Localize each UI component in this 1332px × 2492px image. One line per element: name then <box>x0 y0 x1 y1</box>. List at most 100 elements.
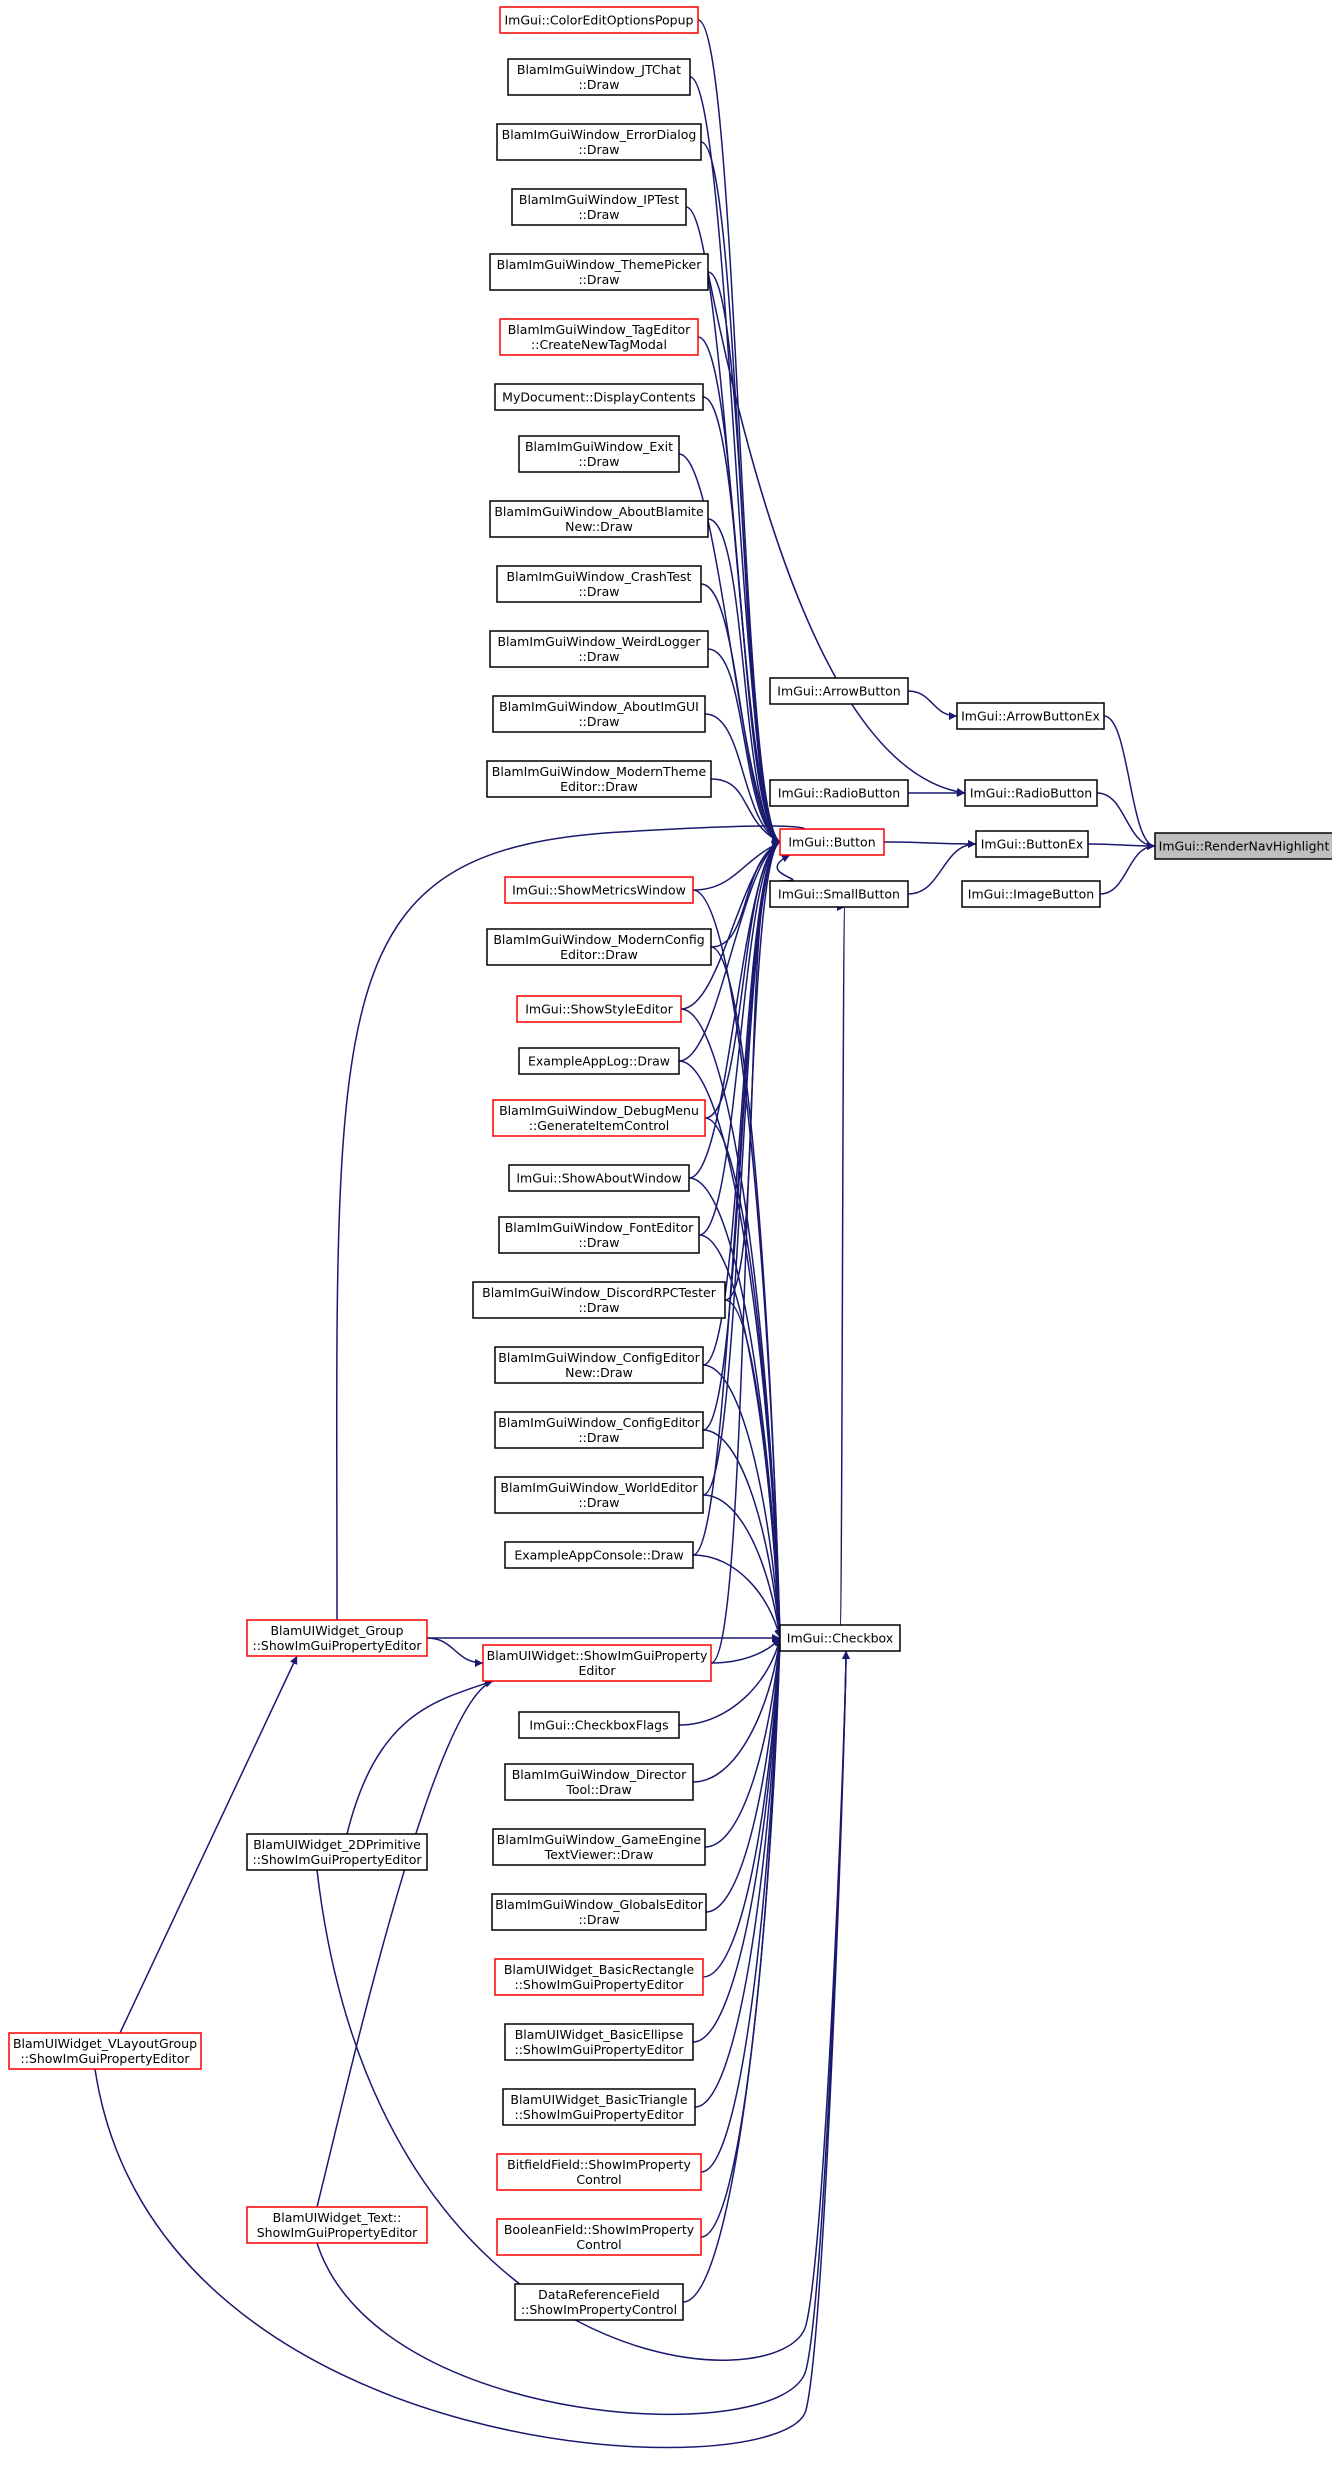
node-world-editor[interactable]: BlamImGuiWindow_WorldEditor::Draw <box>494 1476 704 1514</box>
node-label-line: ShowImGuiPropertyEditor <box>257 2225 418 2240</box>
node-box <box>489 253 709 291</box>
node-widget-show[interactable]: BlamUIWidget::ShowImGuiPropertyEditor <box>482 1644 712 1682</box>
edge-button-ex-to-render-nav-highlight <box>1087 841 1156 850</box>
node-show-about[interactable]: ImGui::ShowAboutWindow <box>508 1164 690 1192</box>
node-label-line: BlamImGuiWindow_TagEditor <box>508 322 691 337</box>
node-label-line: BlamUIWidget_BasicTriangle <box>510 2092 687 2107</box>
edge-about-blamite-to-button <box>707 518 781 843</box>
edge-widget-2d-primitive-to-widget-show <box>346 1679 494 1835</box>
edge-radio-button-r-to-render-nav-highlight <box>1096 792 1156 850</box>
node-label-line: ExampleAppConsole::Draw <box>514 1548 683 1563</box>
node-label-line: ImGui::SmallButton <box>778 887 900 902</box>
node-vlayout-group[interactable]: BlamUIWidget_VLayoutGroup::ShowImGuiProp… <box>8 2032 202 2070</box>
node-crash-test[interactable]: BlamImGuiWindow_CrashTest::Draw <box>496 565 702 603</box>
node-box <box>486 928 712 966</box>
node-checkbox[interactable]: ImGui::Checkbox <box>779 1624 901 1652</box>
node-label-line: ::CreateNewTagModal <box>531 337 667 352</box>
node-color-edit-options-popup[interactable]: ImGui::ColorEditOptionsPopup <box>499 6 699 34</box>
edge-modern-config-to-checkbox <box>710 946 784 1639</box>
node-exit[interactable]: BlamImGuiWindow_Exit::Draw <box>518 435 680 473</box>
node-label-line: ::Draw <box>578 1300 619 1315</box>
node-box <box>516 995 682 1023</box>
node-small-button[interactable]: ImGui::SmallButton <box>769 880 909 908</box>
edge-modern-theme-to-button <box>710 778 781 843</box>
edge-boolean-field-to-checkbox <box>700 1637 784 2238</box>
node-game-engine-text[interactable]: BlamImGuiWindow_GameEngineTextViewer::Dr… <box>492 1828 706 1866</box>
node-label-line: Editor::Draw <box>560 947 638 962</box>
node-widget-2d-primitive[interactable]: BlamUIWidget_2DPrimitive::ShowImGuiPrope… <box>246 1833 428 1871</box>
node-label-line: ImGui::Checkbox <box>787 1631 893 1646</box>
node-arrow-button[interactable]: ImGui::ArrowButton <box>769 677 909 705</box>
node-box <box>491 1893 707 1931</box>
node-arrow-button-ex[interactable]: ImGui::ArrowButtonEx <box>956 702 1105 730</box>
node-label-line: ImGui::RadioButton <box>778 786 900 801</box>
node-font-editor[interactable]: BlamImGuiWindow_FontEditor::Draw <box>498 1216 700 1254</box>
node-box <box>514 2283 684 2321</box>
node-box <box>504 876 694 904</box>
node-globals-editor[interactable]: BlamImGuiWindow_GlobalsEditor::Draw <box>491 1893 707 1931</box>
node-label-line: New::Draw <box>565 1365 633 1380</box>
node-tag-editor[interactable]: BlamImGuiWindow_TagEditor::CreateNewTagM… <box>499 318 699 356</box>
node-label-line: ::Draw <box>578 1912 619 1927</box>
node-theme-picker[interactable]: BlamImGuiWindow_ThemePicker::Draw <box>489 253 709 291</box>
node-radio-button-l[interactable]: ImGui::RadioButton <box>769 779 909 807</box>
node-config-editor[interactable]: BlamImGuiWindow_ConfigEditor::Draw <box>494 1411 704 1449</box>
node-basic-triangle[interactable]: BlamUIWidget_BasicTriangle::ShowImGuiPro… <box>502 2088 696 2126</box>
node-bitfield-field[interactable]: BitfieldField::ShowImPropertyControl <box>496 2153 702 2191</box>
node-error-dialog[interactable]: BlamImGuiWindow_ErrorDialog::Draw <box>496 123 702 161</box>
node-example-app-log[interactable]: ExampleAppLog::Draw <box>518 1047 680 1075</box>
node-label-line: BlamUIWidget_Group <box>270 1623 403 1638</box>
node-box <box>246 2206 428 2244</box>
node-box <box>496 2153 702 2191</box>
node-widget-text[interactable]: BlamUIWidget_Text::ShowImGuiPropertyEdit… <box>246 2206 428 2244</box>
node-label-line: ::Draw <box>578 1430 619 1445</box>
node-box <box>472 1281 726 1319</box>
node-basic-ellipse[interactable]: BlamUIWidget_BasicEllipse::ShowImGuiProp… <box>504 2023 694 2061</box>
edge-weird-logger-to-button <box>707 648 781 843</box>
node-widget-group[interactable]: BlamUIWidget_Group::ShowImGuiPropertyEdi… <box>246 1619 428 1657</box>
node-image-button[interactable]: ImGui::ImageButton <box>961 880 1101 908</box>
node-label-line: BlamImGuiWindow_GlobalsEditor <box>495 1897 704 1912</box>
node-checkbox-flags[interactable]: ImGui::CheckboxFlags <box>518 1711 680 1739</box>
node-label-line: ::Draw <box>578 142 619 157</box>
node-boolean-field[interactable]: BooleanField::ShowImPropertyControl <box>496 2218 702 2256</box>
node-data-reference-field[interactable]: DataReferenceField::ShowImPropertyContro… <box>514 2283 684 2321</box>
node-show-style[interactable]: ImGui::ShowStyleEditor <box>516 995 682 1023</box>
node-box <box>504 2023 694 2061</box>
node-jtchat[interactable]: BlamImGuiWindow_JTChat::Draw <box>507 58 691 96</box>
node-about-imgui[interactable]: BlamImGuiWindow_AboutImGUI::Draw <box>492 695 706 733</box>
node-weird-logger[interactable]: BlamImGuiWindow_WeirdLogger::Draw <box>489 630 709 668</box>
edge-small-button-to-button <box>776 854 794 882</box>
node-box <box>507 58 691 96</box>
node-label-line: BlamImGuiWindow_ModernConfig <box>493 932 704 947</box>
node-iptest[interactable]: BlamImGuiWindow_IPTest::Draw <box>511 188 687 226</box>
node-debug-menu[interactable]: BlamImGuiWindow_DebugMenu::GenerateItemC… <box>492 1099 706 1137</box>
node-label-line: ::ShowImGuiPropertyEditor <box>515 2107 685 2122</box>
node-basic-rectangle[interactable]: BlamUIWidget_BasicRectangle::ShowImGuiPr… <box>494 1958 704 1996</box>
node-my-document[interactable]: MyDocument::DisplayContents <box>494 383 704 411</box>
node-show-metrics[interactable]: ImGui::ShowMetricsWindow <box>504 876 694 904</box>
node-render-nav-highlight[interactable]: ImGui::RenderNavHighlight <box>1154 832 1332 860</box>
node-box <box>492 1828 706 1866</box>
node-button[interactable]: ImGui::Button <box>779 828 885 856</box>
node-label-line: BlamImGuiWindow_WorldEditor <box>500 1480 698 1495</box>
node-label-line: Editor <box>579 1663 617 1678</box>
node-label-line: BlamImGuiWindow_DebugMenu <box>499 1103 699 1118</box>
edge-about-imgui-to-button <box>704 713 781 843</box>
node-example-app-console[interactable]: ExampleAppConsole::Draw <box>504 1541 694 1569</box>
node-box <box>769 677 909 705</box>
node-button-ex[interactable]: ImGui::ButtonEx <box>975 830 1089 858</box>
node-label-line: BlamUIWidget::ShowImGuiProperty <box>487 1648 708 1663</box>
edge-example-app-log-to-button <box>678 841 781 1062</box>
edge-arrow-button-ex-to-render-nav-highlight <box>1103 715 1156 850</box>
node-radio-button-r[interactable]: ImGui::RadioButton <box>964 779 1098 807</box>
edge-data-reference-field-to-checkbox <box>682 1637 784 2303</box>
edge-widget-show-to-button <box>710 841 781 1664</box>
node-discord-rpc[interactable]: BlamImGuiWindow_DiscordRPCTester::Draw <box>472 1281 726 1319</box>
